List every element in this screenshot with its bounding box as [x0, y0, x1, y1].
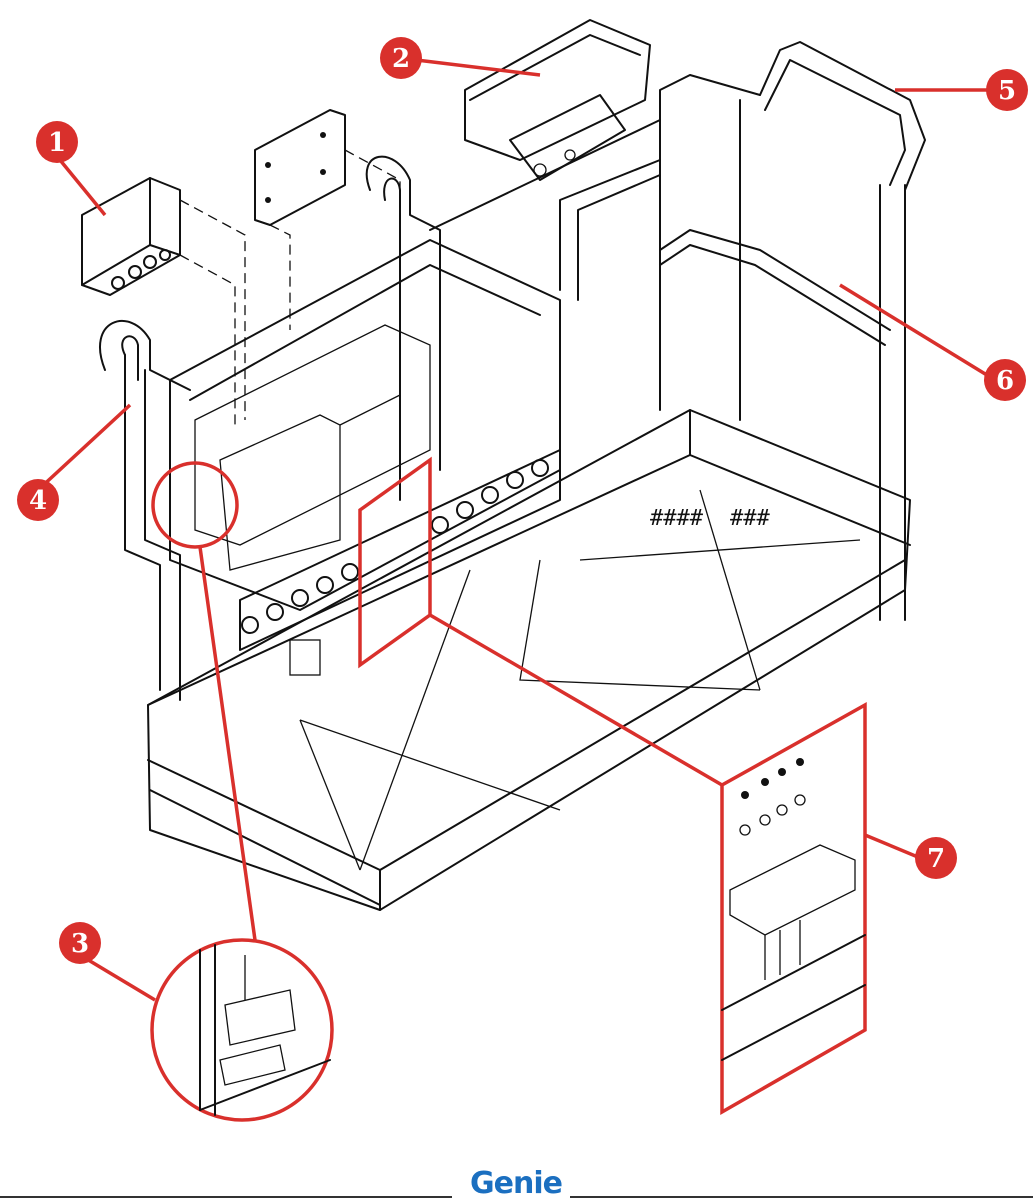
detail-3-origin-circle — [151, 461, 239, 549]
callout-7: 7 — [915, 837, 957, 879]
callout-6: 6 — [984, 359, 1026, 401]
platform-control-console — [464, 19, 651, 181]
leader-6 — [839, 283, 996, 382]
callout-5: 5 — [986, 69, 1028, 111]
detail-3-leader — [198, 546, 257, 941]
callout-4-label: 4 — [29, 486, 47, 516]
callout-2: 2 — [380, 37, 422, 79]
callout-leaders — [36, 56, 1000, 1002]
callout-7-label: 7 — [927, 844, 945, 874]
callout-1-label: 1 — [48, 128, 66, 158]
callout-3: 3 — [59, 922, 101, 964]
control-box-housing — [169, 239, 561, 676]
callout-2-label: 2 — [392, 44, 410, 74]
callout-5-label: 5 — [998, 76, 1016, 106]
connector-row — [241, 459, 549, 634]
genie-logo: Genie — [470, 1166, 563, 1201]
svg-text:####: #### — [650, 506, 704, 531]
callout-4: 4 — [17, 479, 59, 521]
explode-lines — [179, 149, 401, 430]
detail-view-3 — [150, 938, 334, 1122]
svg-text:###: ### — [730, 506, 770, 531]
leader-3 — [79, 953, 156, 1002]
floor-grating: #### ### — [650, 506, 770, 531]
leader-1 — [58, 158, 107, 217]
callout-1: 1 — [36, 121, 78, 163]
detail-view-7 — [358, 456, 867, 1116]
footer-rule-right — [570, 1196, 1033, 1198]
platform-floor-frame — [147, 409, 911, 911]
callout-3-label: 3 — [71, 929, 89, 959]
detail-7-fasteners — [739, 758, 806, 836]
footer-rule-left — [0, 1196, 452, 1198]
leader-4 — [36, 403, 132, 492]
leader-2 — [399, 56, 541, 77]
guard-rails — [429, 41, 926, 621]
callout-6-label: 6 — [996, 366, 1014, 396]
exploded-control-box — [81, 177, 181, 296]
exploded-cover-plate — [254, 109, 346, 226]
leader-7 — [864, 833, 926, 862]
